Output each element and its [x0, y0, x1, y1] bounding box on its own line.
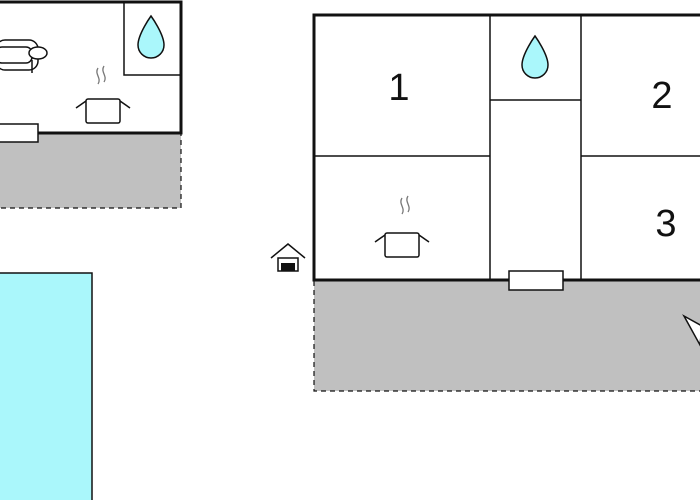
right-building: 1 2 3 — [270, 13, 700, 392]
water-drop-icon — [521, 34, 549, 79]
room-1-label: 1 — [388, 67, 409, 109]
cooking-pot-icon — [75, 65, 131, 124]
right-building-walls — [312, 13, 700, 282]
left-window — [0, 123, 39, 143]
left-building — [0, 0, 183, 209]
cooking-pot-icon — [374, 195, 430, 258]
room-3-label: 3 — [655, 203, 676, 245]
left-bathroom — [123, 1, 182, 76]
hall-door — [508, 270, 564, 291]
right-terrace — [313, 279, 700, 392]
sofa-icon — [0, 39, 48, 73]
pool — [0, 272, 93, 500]
house-entrance-icon — [270, 243, 306, 272]
water-drop-icon — [137, 14, 165, 59]
arrow-icon — [682, 314, 700, 347]
room-2-label: 2 — [651, 75, 672, 117]
left-terrace — [0, 132, 182, 209]
